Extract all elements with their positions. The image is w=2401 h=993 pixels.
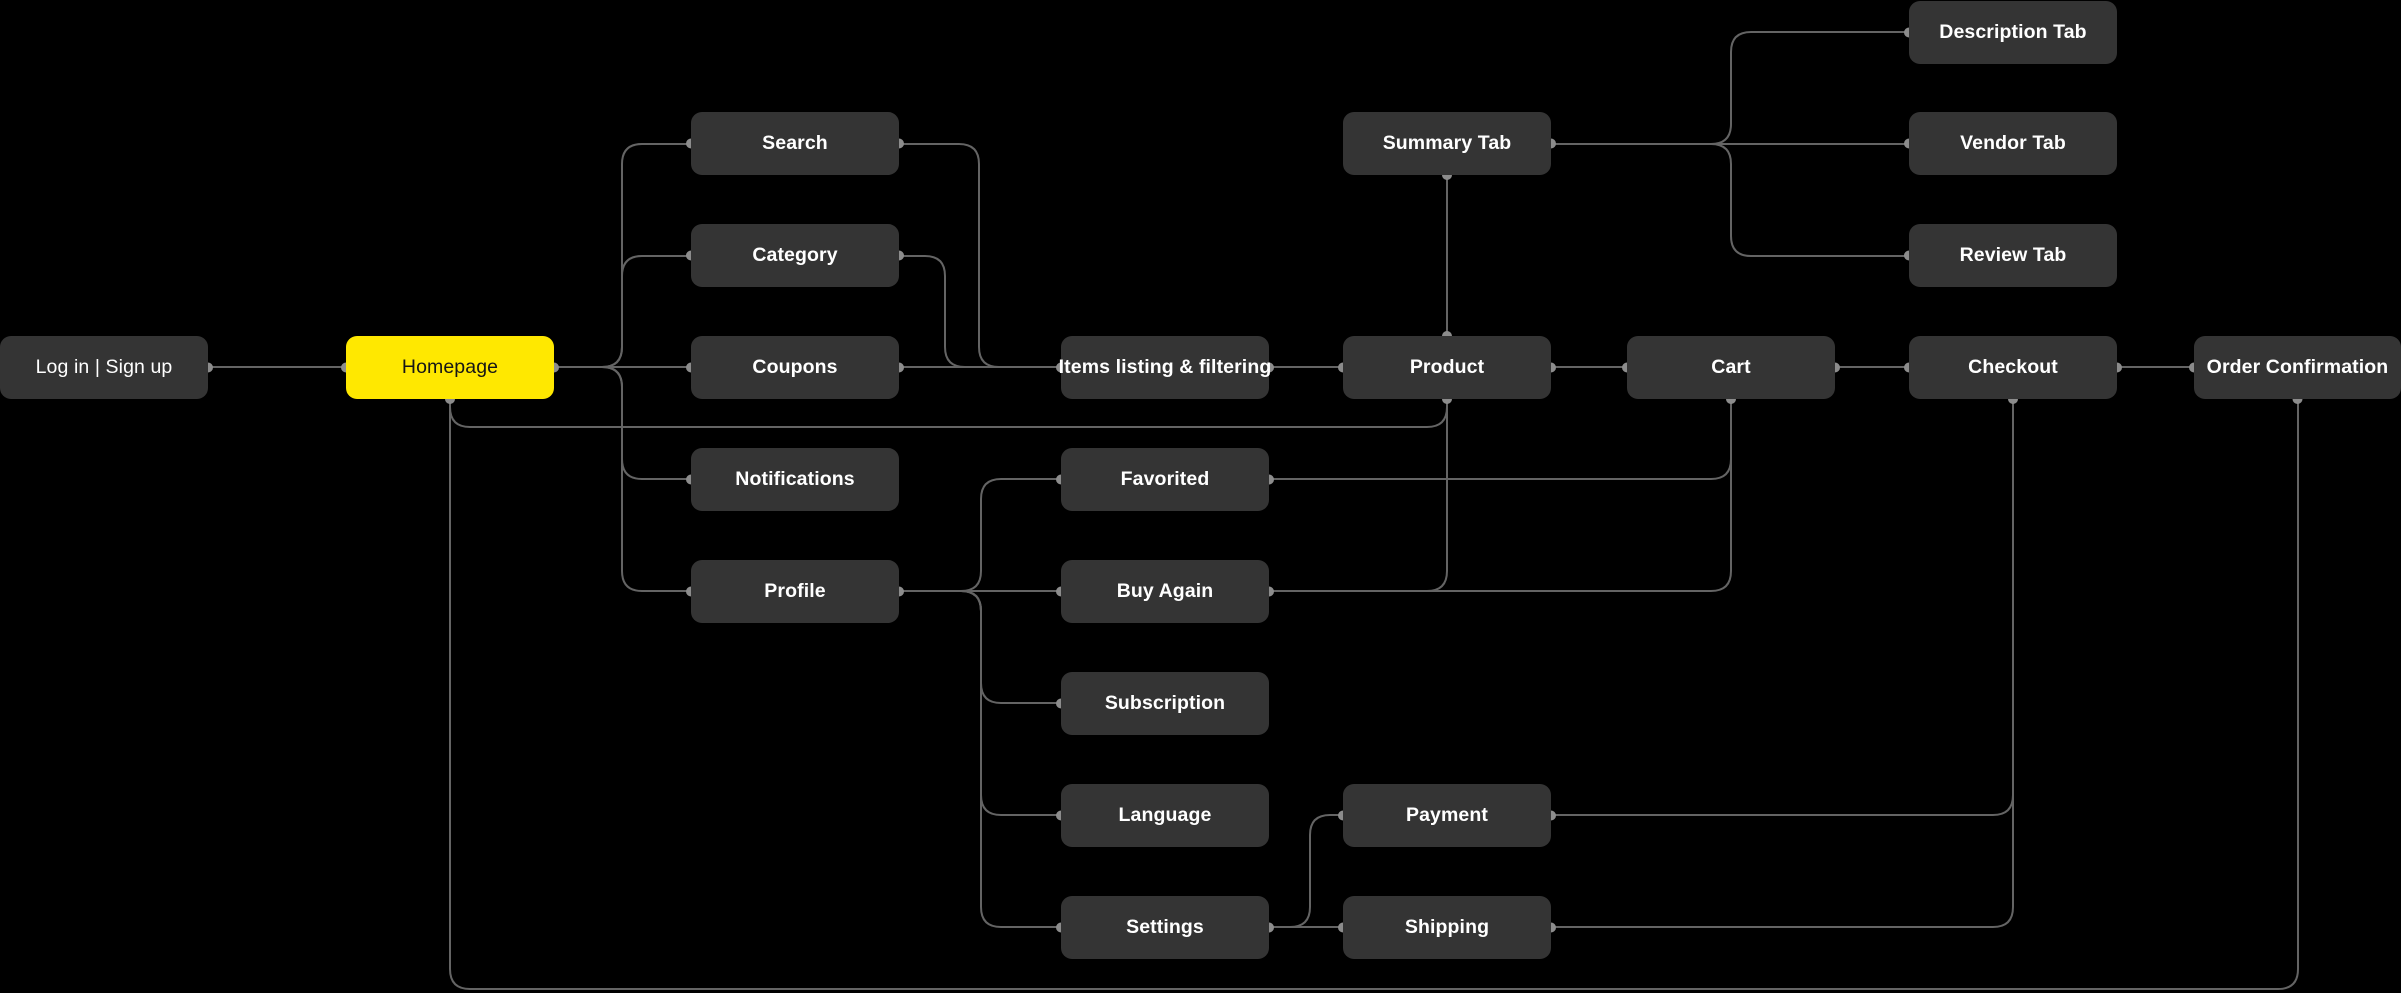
flow-node-cart[interactable]: Cart [1627, 336, 1835, 399]
edge-homepage-to-notifications [553, 366, 692, 480]
flow-node-label-language: Language [1118, 804, 1212, 826]
flow-node-search[interactable]: Search [691, 112, 899, 175]
edge-favorited-to-cart [1268, 398, 1732, 480]
flow-node-settings[interactable]: Settings [1061, 896, 1269, 959]
flow-node-label-coupons: Coupons [752, 356, 838, 378]
flow-node-checkout[interactable]: Checkout [1909, 336, 2117, 399]
flow-node-subscription[interactable]: Subscription [1061, 672, 1269, 735]
flow-node-label-cart: Cart [1711, 356, 1751, 378]
flow-node-label-description-tab: Description Tab [1939, 21, 2087, 43]
flow-node-coupons[interactable]: Coupons [691, 336, 899, 399]
flow-node-label-favorited: Favorited [1120, 468, 1210, 490]
flow-node-shipping[interactable]: Shipping [1343, 896, 1551, 959]
flow-node-order-confirmation[interactable]: Order Confirmation [2194, 336, 2401, 399]
edge-profile-to-settings [898, 590, 1062, 928]
flow-node-language[interactable]: Language [1061, 784, 1269, 847]
flow-node-favorited[interactable]: Favorited [1061, 448, 1269, 511]
flow-node-login[interactable]: Log in | Sign up [0, 336, 208, 399]
flow-node-product[interactable]: Product [1343, 336, 1551, 399]
edge-profile-to-favorited [898, 478, 1062, 592]
edge-payment-to-checkout [1552, 398, 2014, 816]
flow-node-notifications[interactable]: Notifications [691, 448, 899, 511]
flow-node-label-product: Product [1409, 356, 1485, 378]
flow-node-label-vendor-tab: Vendor Tab [1960, 132, 2066, 154]
flow-node-label-buy-again: Buy Again [1116, 580, 1214, 602]
edge-buy-again-to-cart [1268, 398, 1732, 592]
edge-profile-to-subscription [898, 590, 1062, 704]
flow-node-label-settings: Settings [1126, 916, 1204, 938]
flow-node-vendor-tab[interactable]: Vendor Tab [1909, 112, 2117, 175]
flow-node-profile[interactable]: Profile [691, 560, 899, 623]
flow-node-label-subscription: Subscription [1104, 692, 1226, 714]
flow-node-category[interactable]: Category [691, 224, 899, 287]
flow-node-review-tab[interactable]: Review Tab [1909, 224, 2117, 287]
flow-node-label-summary-tab: Summary Tab [1382, 132, 1512, 154]
edge-homepage-to-profile [553, 366, 692, 592]
flow-node-label-checkout: Checkout [1968, 356, 2058, 378]
edge-buy-again-to-product [1268, 398, 1448, 592]
flow-node-label-homepage: Homepage [401, 356, 499, 378]
flow-node-label-login: Log in | Sign up [35, 356, 173, 378]
edge-search-to-items-listing [898, 143, 1062, 368]
flow-node-label-notifications: Notifications [735, 468, 855, 490]
edge-homepage-to-search [553, 143, 692, 368]
flow-node-label-category: Category [752, 244, 838, 266]
flow-node-label-review-tab: Review Tab [1959, 244, 2067, 266]
flow-node-description-tab[interactable]: Description Tab [1909, 1, 2117, 64]
flow-node-buy-again[interactable]: Buy Again [1061, 560, 1269, 623]
edge-summary-tab-to-review-tab [1550, 143, 1910, 257]
flow-node-homepage[interactable]: Homepage [346, 336, 554, 399]
edge-homepage-to-category [553, 255, 692, 368]
flow-node-label-order-confirmation: Order Confirmation [2206, 356, 2389, 378]
flow-node-label-shipping: Shipping [1404, 916, 1490, 938]
flow-node-payment[interactable]: Payment [1343, 784, 1551, 847]
flow-node-label-items-listing: Items listing & filtering [1058, 356, 1272, 378]
flow-node-items-listing[interactable]: Items listing & filtering [1058, 336, 1272, 399]
edge-profile-to-language [898, 590, 1062, 816]
edge-summary-tab-to-description-tab [1550, 31, 1910, 145]
edge-settings-to-payment [1268, 814, 1344, 928]
flow-node-summary-tab[interactable]: Summary Tab [1343, 112, 1551, 175]
flow-node-label-search: Search [762, 132, 828, 154]
flow-node-label-payment: Payment [1406, 804, 1488, 826]
edge-shipping-to-checkout [1552, 398, 2014, 928]
edge-homepage-to-product [449, 398, 1448, 428]
flow-node-label-profile: Profile [764, 580, 826, 602]
edge-category-to-items-listing [898, 255, 1062, 368]
